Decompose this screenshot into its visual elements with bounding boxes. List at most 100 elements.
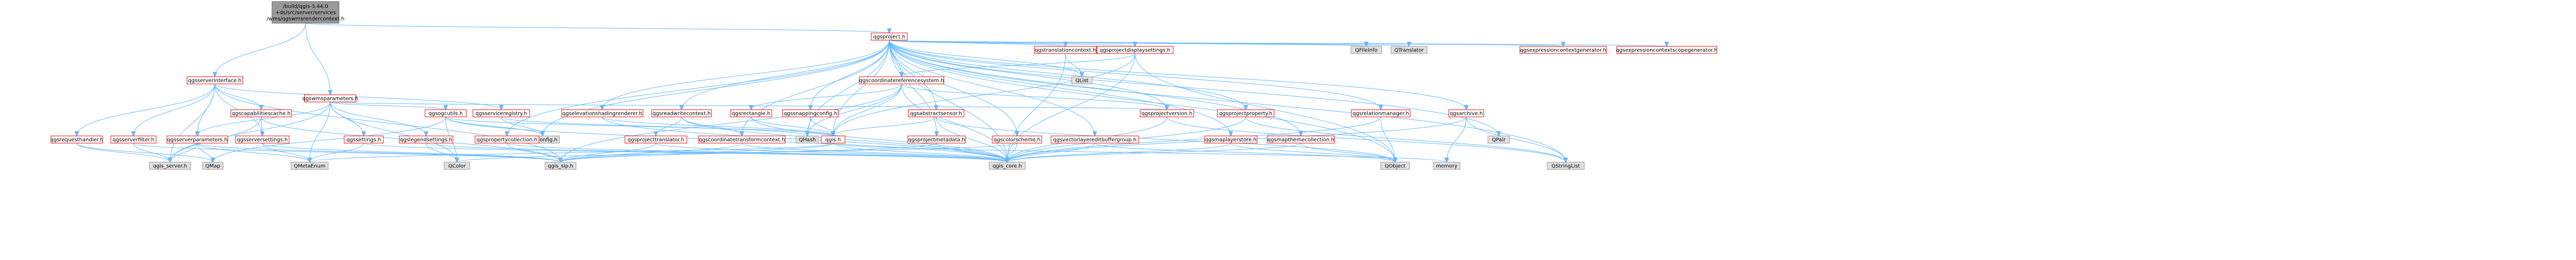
edge-qgsserverparameters-to-qgis_server	[170, 143, 198, 162]
edge-qgsrequesthandler-to-qmap	[76, 143, 213, 162]
node-box	[698, 135, 786, 144]
edge-root-to-qgsproject	[305, 23, 889, 33]
node-qgscapabilitiescache[interactable]: qgscapabilitiescache.h	[230, 109, 292, 117]
node-qgsrelationmanager[interactable]: qgsrelationmanager.h	[1351, 109, 1411, 117]
node-label: QColor	[448, 164, 466, 169]
node-label: qgsrectangle.h	[732, 111, 771, 117]
node-root[interactable]: /build/qgis-3.44.0+ds/src/server/service…	[267, 1, 345, 24]
edge-qgsrectangle-to-qgis	[751, 116, 833, 136]
edge-qgsproject-to-qgsrelationmanager	[889, 40, 1381, 110]
edges	[77, 23, 1667, 162]
node-qgstranslationcontext[interactable]: qgstranslationcontext.h	[1034, 46, 1097, 54]
node-box	[1204, 135, 1258, 144]
node-qgsserversettings[interactable]: qgsserversettings.h	[235, 135, 290, 144]
node-label: qgscapabilitiescache.h	[232, 111, 291, 117]
edge-qgsreadwritecontext-to-qgsprojecttranslator	[656, 116, 682, 136]
node-qgspropertycollection[interactable]: qgspropertycollection.h	[474, 135, 539, 144]
node-qgsabstractsensor[interactable]: qgsabstractsensor.h	[908, 109, 964, 117]
edge-qgsproject-to-qgsvectorlayereditbuffergroup	[889, 40, 1095, 136]
node-qgsreadwritecontext[interactable]: qgsreadwritecontext.h	[651, 109, 712, 117]
node-box	[202, 162, 224, 170]
edge-qgscoordinatereferencesystem-to-qgis	[833, 83, 902, 136]
node-qgsrequesthandler[interactable]: qgsrequesthandler.h	[50, 135, 104, 144]
node-qgsserverfilter[interactable]: qgsserverfilter.h	[110, 135, 157, 144]
node-box	[1616, 46, 1717, 54]
node-box	[230, 109, 292, 117]
node-box	[1391, 46, 1428, 54]
node-label: qgscoordinatetransformcontext.h	[699, 137, 785, 143]
node-box	[425, 109, 467, 117]
node-qgsproject[interactable]: qgsproject.h	[871, 32, 908, 41]
node-box	[651, 109, 712, 117]
edge-qgsmapthemecollection-to-qobject	[1300, 143, 1395, 162]
edge-qgscoordinatetransformcontext-to-qgis_sip	[561, 143, 742, 162]
node-qgsogcutils[interactable]: qgsogcutils.h	[425, 109, 467, 117]
node-qgssettings[interactable]: qgssettings.h	[344, 135, 384, 144]
node-qgsprojectversion[interactable]: qgsprojectversion.h	[1140, 109, 1194, 117]
node-qgscolorscheme[interactable]: qgscolorscheme.h	[992, 135, 1042, 144]
node-qgswmsparameters[interactable]: qgswmsparameters.h	[302, 94, 359, 102]
node-box	[1140, 109, 1194, 117]
node-box	[166, 135, 228, 144]
node-box	[272, 1, 340, 24]
node-qstringlist: QStringList	[1547, 162, 1585, 170]
node-label: qgspropertycollection.h	[477, 137, 537, 143]
node-label: QFileInfo	[1355, 48, 1378, 54]
node-qgsprojectproperty[interactable]: qgsprojectproperty.h	[1217, 109, 1275, 117]
node-qgsvectorlayereditbuffergroup[interactable]: qgsvectorlayereditbuffergroup.h	[1050, 135, 1139, 144]
node-qgis[interactable]: qgis.h	[821, 135, 845, 144]
node-qgsprojecttranslator[interactable]: qgsprojecttranslator.h	[624, 135, 687, 144]
node-label: qgsserverinterface.h	[188, 78, 242, 84]
node-qgscoordinatereferencesystem[interactable]: qgscoordinatereferencesystem.h	[859, 76, 944, 84]
node-label: qgsmapthemecollection.h	[1267, 137, 1334, 143]
edge-qgsabstractsensor-to-qobject	[936, 116, 1395, 162]
node-box	[235, 135, 290, 144]
node-qgsserviceregistry[interactable]: qgsserviceregistry.h	[472, 109, 530, 117]
node-box	[624, 135, 687, 144]
node-label: qgscolorscheme.h	[993, 137, 1040, 143]
node-qgsserverparameters[interactable]: qgsserverparameters.h	[166, 135, 228, 144]
node-label: QPair	[1492, 137, 1506, 143]
node-qgsserverinterface[interactable]: qgsserverinterface.h	[187, 76, 243, 84]
node-qgsprojectmetadata[interactable]: qgsprojectmetadata.h	[907, 135, 966, 144]
node-label: qgsproject.h	[873, 34, 905, 40]
node-qgsprojectdisplaysettings[interactable]: qgsprojectdisplaysettings.h	[1096, 46, 1174, 54]
node-label: qgsprojectversion.h	[1142, 111, 1193, 117]
node-qgscoordinatetransformcontext[interactable]: qgscoordinatetransformcontext.h	[698, 135, 786, 144]
edge-qgsserverfilter-to-qgis_sip	[133, 143, 561, 162]
node-box	[1350, 46, 1382, 54]
nodes: /build/qgis-3.44.0+ds/src/server/service…	[50, 1, 1718, 170]
edge-qgsproject-to-qobject	[889, 40, 1395, 162]
edge-qgis-to-memory	[833, 143, 1447, 162]
node-label: qgsserviceregistry.h	[476, 111, 527, 117]
node-qgslegendsettings[interactable]: qgslegendsettings.h	[399, 135, 453, 144]
node-label: qgsexpressioncontextscopegenerator.h	[1616, 48, 1718, 54]
edge-qgsrelationmanager-to-qgis_core	[1007, 116, 1381, 162]
edge-qgsproject-to-qgsabstractsensor	[889, 40, 936, 110]
node-qgsrectangle[interactable]: qgsrectangle.h	[730, 109, 772, 117]
node-label: qgsserverfilter.h	[112, 137, 154, 143]
node-label: qgslegendsettings.h	[400, 137, 452, 143]
edge-qgsserverinterface-to-qgis_server	[170, 83, 215, 162]
edge-qgsproject-to-qgis	[833, 40, 890, 136]
node-qgsarchive[interactable]: qgsarchive.h	[1448, 109, 1484, 117]
edge-qgscolorscheme-to-qcolor	[457, 143, 1018, 162]
edge-qgssnappingconfig-to-qhash	[807, 116, 811, 136]
node-qgsmaplayerstore[interactable]: qgsmaplayerstore.h	[1204, 135, 1258, 144]
edge-qgscoordinatereferencesystem-to-qgis_sip	[561, 83, 902, 162]
edge-qgsserverinterface-to-qgsserviceregistry	[214, 83, 501, 110]
node-label: qgis_core.h	[993, 164, 1022, 169]
node-label: memory	[1436, 164, 1458, 169]
node-box	[1050, 135, 1139, 144]
node-box	[908, 109, 964, 117]
node-qgssnappingconfig[interactable]: qgssnappingconfig.h	[782, 109, 839, 117]
node-qmetaenum: QMetaEnum	[291, 162, 329, 170]
node-qgsexpressioncontextgenerator[interactable]: qgsexpressioncontextgenerator.h	[1519, 46, 1607, 54]
node-box	[989, 162, 1026, 170]
node-qgsmapthemecollection[interactable]: qgsmapthemecollection.h	[1267, 135, 1335, 144]
node-qgselevationshadingrenderer[interactable]: qgselevationshadingrenderer.h	[561, 109, 643, 117]
node-qgsexpressioncontextscopegenerator[interactable]: qgsexpressioncontextscopegenerator.h	[1616, 46, 1718, 54]
edge-qgsproject-to-qtranslator	[889, 40, 1409, 46]
node-label: qgsrelationmanager.h	[1352, 111, 1409, 117]
node-label: qgstranslationcontext.h	[1035, 48, 1096, 54]
